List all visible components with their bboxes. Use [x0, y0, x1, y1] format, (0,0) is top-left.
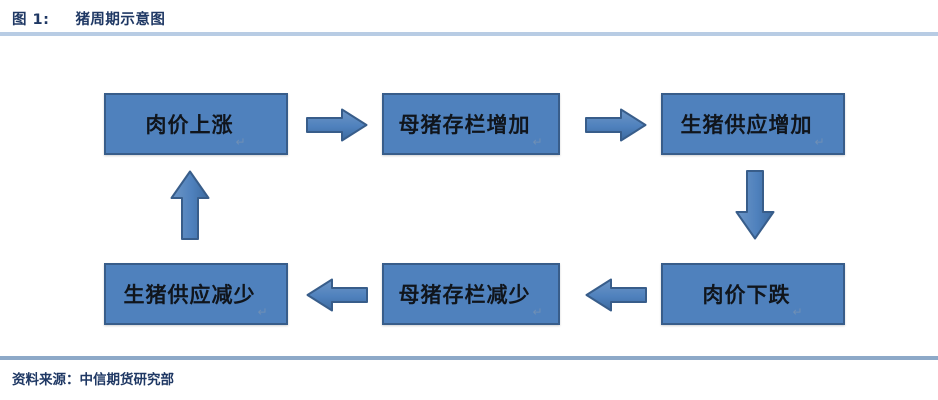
figure-number: 图 1:: [12, 12, 50, 28]
figure-title-text: 猪周期示意图: [75, 12, 166, 28]
figure-header: 图 1: 猪周期示意图: [0, 0, 938, 40]
arrow-up-icon: [170, 170, 210, 240]
arrow-left-icon: [306, 278, 368, 312]
arrow-right-icon: [585, 108, 647, 142]
node-sow-down[interactable]: 母猪存栏减少↵: [382, 263, 560, 325]
paragraph-mark-icon: ↵: [532, 305, 544, 319]
node-sow-down-label: 母猪存栏减少: [398, 283, 531, 307]
node-price-up-label: 肉价上涨: [145, 113, 234, 137]
paragraph-mark-icon: ↵: [532, 135, 544, 149]
node-supply-up-label: 生猪供应增加: [680, 113, 813, 137]
node-sow-up-label: 母猪存栏增加: [398, 113, 531, 137]
node-supply-down-label: 生猪供应减少: [123, 283, 256, 307]
node-supply-down[interactable]: 生猪供应减少↵: [104, 263, 288, 325]
arrow-left-icon: [585, 278, 647, 312]
node-sow-up[interactable]: 母猪存栏增加↵: [382, 93, 560, 155]
paragraph-mark-icon: ↵: [792, 305, 804, 319]
arrow-right-icon: [306, 108, 368, 142]
node-price-up[interactable]: 肉价上涨↵: [104, 93, 288, 155]
node-price-down[interactable]: 肉价下跌↵: [661, 263, 845, 325]
paragraph-mark-icon: ↵: [257, 305, 269, 319]
paragraph-mark-icon: ↵: [814, 135, 826, 149]
page-title: 图 1: 猪周期示意图: [12, 8, 165, 29]
node-price-down-label: 肉价下跌: [702, 283, 791, 307]
arrow-down-icon: [735, 170, 775, 240]
paragraph-mark-icon: ↵: [235, 135, 247, 149]
figure-source: 资料来源：中信期货研究部: [12, 372, 174, 388]
node-supply-up[interactable]: 生猪供应增加↵: [661, 93, 845, 155]
header-divider: [0, 32, 938, 36]
footer-divider: [0, 356, 938, 360]
pig-cycle-diagram: 肉价上涨↵ 母猪存栏增加↵ 生猪供应增加↵ 生猪供应减少↵ 母猪存栏减少↵ 肉价…: [0, 40, 938, 352]
